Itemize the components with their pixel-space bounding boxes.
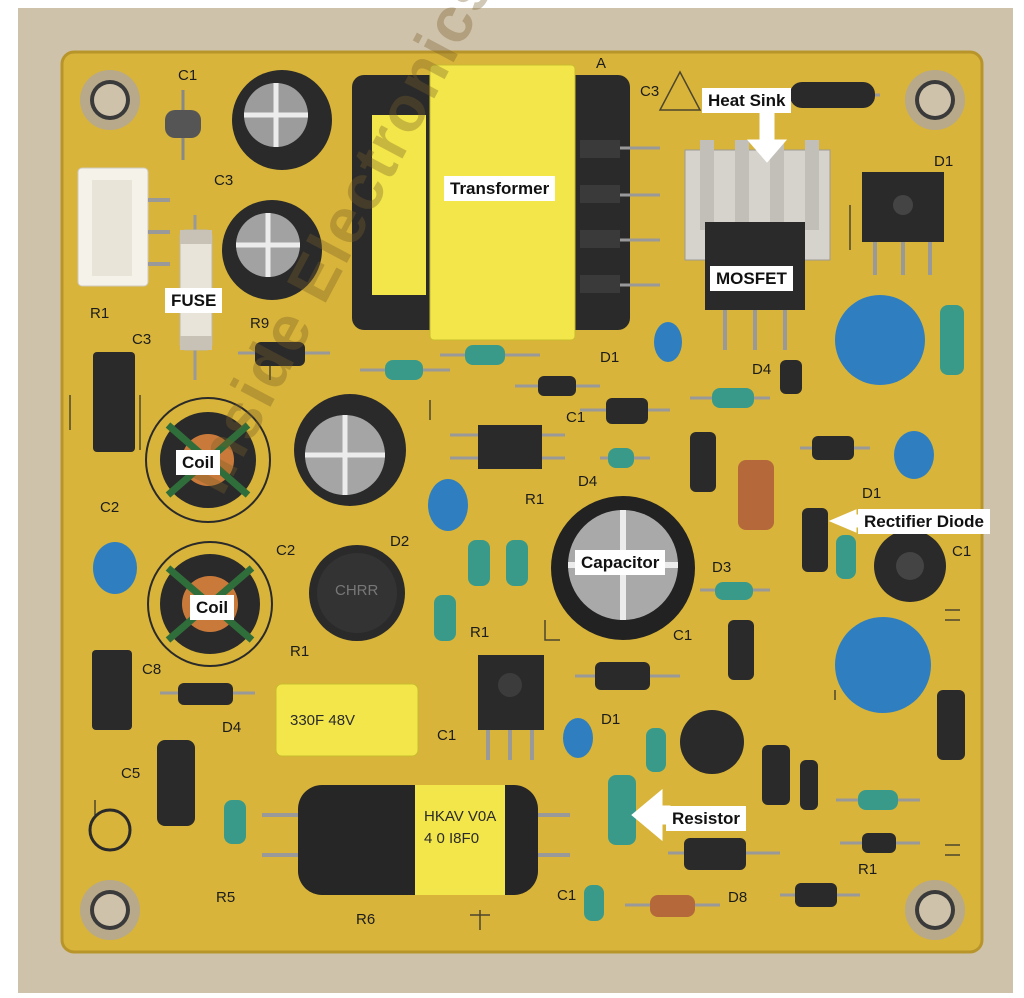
d1-top-right (862, 172, 944, 275)
resistors (224, 305, 964, 921)
silk-d1-mid: D1 (600, 349, 620, 366)
callout-capacitor: Capacitor (575, 550, 666, 575)
silk-d1-right: D1 (862, 485, 882, 502)
c1-disc-top (165, 90, 201, 160)
silk-r9: R9 (250, 315, 270, 332)
yellow-film-cap (275, 683, 419, 757)
callout-resistor: Resistor (666, 806, 747, 831)
silk-c3-right: C3 (640, 83, 660, 100)
transistor-middle (450, 425, 565, 469)
silk-a-mark: A (596, 55, 607, 72)
silk-c5: C5 (121, 765, 141, 782)
mounting-holes (80, 70, 965, 940)
vertical-diodes (92, 352, 965, 826)
callout-mosfet: MOSFET (710, 266, 793, 291)
silk-c2-left: C2 (100, 499, 120, 516)
silk-d4-low: D4 (222, 719, 242, 736)
silk-r5: R5 (216, 889, 236, 906)
silk-c1-top: C1 (178, 67, 198, 84)
transformer (352, 64, 660, 341)
misc-round-parts (88, 530, 946, 852)
silk-r6: R6 (356, 911, 376, 928)
cap-c3-top (232, 70, 332, 170)
big-horizontal-cap (262, 785, 570, 895)
silk-d3: D3 (712, 559, 732, 576)
silk-c1-mid: C1 (566, 409, 586, 426)
yellow-cap-marking: 330F 48V (290, 712, 356, 729)
cap-c3-mid (222, 200, 322, 300)
ceramic-caps (93, 295, 934, 758)
silk-d1-low: D1 (601, 711, 621, 728)
big-cap-marking-2: 4 0 I8F0 (424, 830, 480, 847)
callout-transformer: Transformer (444, 176, 556, 201)
white-connector (77, 167, 170, 287)
silk-c1-right: C1 (952, 543, 972, 560)
callout-rectifier-diode: Rectifier Diode (858, 509, 990, 534)
silk-d4-mid: D4 (752, 361, 772, 378)
big-cap-marking-1: HKAV V0A (424, 808, 497, 825)
silk-d1-top-right: D1 (934, 153, 954, 170)
black-cap-marking: CHRR (335, 582, 379, 599)
callout-fuse: FUSE (165, 288, 223, 313)
silk-c3-left: C3 (132, 331, 152, 348)
silk-c1-cap: C1 (437, 727, 457, 744)
silk-d8: D8 (728, 889, 748, 906)
silk-c1-low: C1 (673, 627, 693, 644)
silk-c1-bottom: C1 (557, 887, 577, 904)
cap-black-d2 (309, 545, 405, 641)
silk-r1-mid: R1 (525, 491, 545, 508)
transistor-lower (478, 655, 544, 760)
horizontal-diodes (160, 342, 920, 907)
silk-d4-center: D4 (578, 473, 598, 490)
callout-heat-sink: Heat Sink (702, 88, 792, 113)
silk-c2-mid: C2 (276, 542, 296, 559)
silk-r1-left-low: R1 (290, 643, 310, 660)
silk-d2: D2 (390, 533, 410, 550)
silk-r1-low: R1 (470, 624, 490, 641)
silk-c3-top: C3 (214, 172, 234, 189)
cap-middle-left (294, 394, 406, 506)
silk-c8: C8 (142, 661, 162, 678)
silk-r1-bottom-right: R1 (858, 861, 878, 878)
callout-coil-1: Coil (176, 450, 221, 475)
silk-r1-left: R1 (90, 305, 110, 322)
callout-coil-2: Coil (190, 595, 235, 620)
